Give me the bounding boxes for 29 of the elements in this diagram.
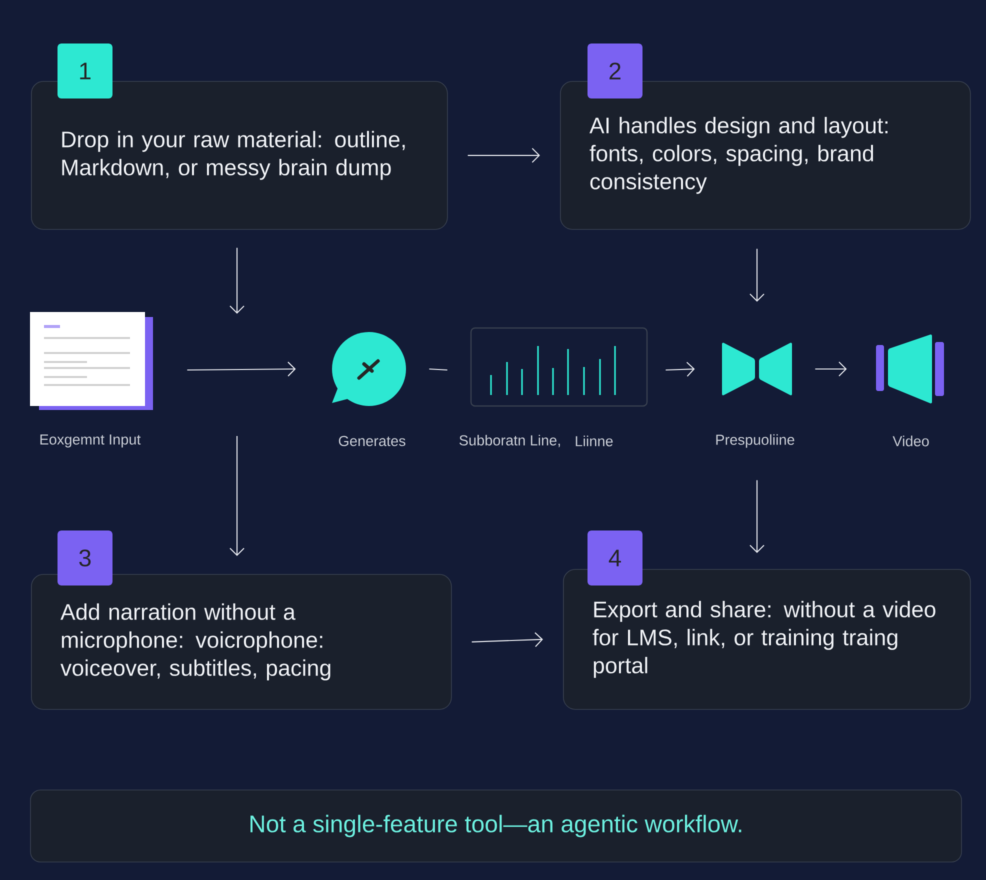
- chat-icon: [332, 332, 406, 406]
- arrow: [750, 248, 764, 302]
- arrow: [230, 248, 244, 314]
- video-icon: [876, 334, 944, 404]
- icon-label: Generates: [338, 436, 406, 446]
- step-number: 1: [58, 44, 112, 98]
- bowtie-icon: [722, 342, 792, 396]
- arrow: [750, 480, 764, 553]
- step-number: 2: [588, 44, 642, 98]
- icon-label: Eoxgemnt Input: [40, 434, 141, 448]
- icon-label: Prespuoliine: [716, 434, 794, 448]
- icon-label: Subboratn Line,: [459, 434, 560, 448]
- step-number: 3: [58, 530, 112, 586]
- arrow: [666, 362, 695, 377]
- banner: Not a single-feature tool—an agentic workflow.: [30, 790, 962, 862]
- step-box: Export and share: without a video for LMS, link, or training traing portal: [563, 569, 971, 710]
- waveform-drawing: [470, 327, 648, 407]
- icon-label: Liinne: [576, 436, 613, 446]
- arrow: [815, 362, 847, 376]
- step-box: Drop in your raw material: outline, Markdown, or messy brain dump: [31, 81, 448, 230]
- icon-label: Video: [892, 436, 929, 446]
- step-box: AI handles design and layout: fonts, colors, spacing, brand consistency: [560, 81, 971, 230]
- arrow: [468, 148, 540, 163]
- step-box: Add narration without a microphone: voicrophone: voiceover, subtitles, pacing: [31, 574, 452, 710]
- document-icon: [30, 312, 153, 410]
- arrow: [472, 632, 543, 648]
- arrow: [230, 436, 244, 556]
- arrow: [187, 362, 296, 376]
- step-number: 4: [588, 530, 642, 586]
